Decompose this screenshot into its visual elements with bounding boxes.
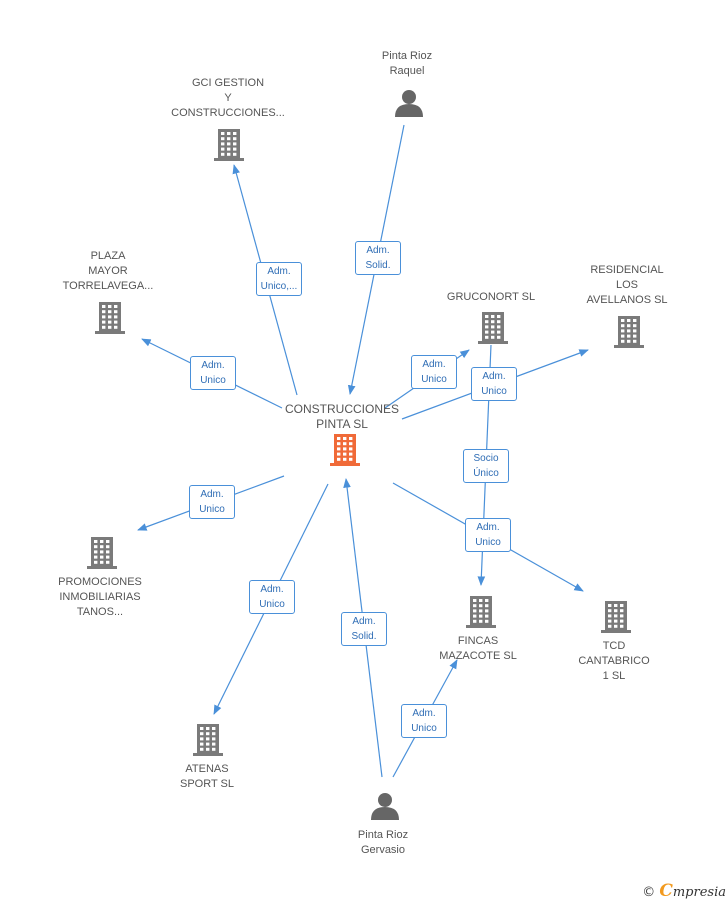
edge-label-text: Unico,... [260,281,298,292]
node-label-line: Raquel [389,65,425,77]
copyright-icon: © [642,885,656,900]
node-label-fincas[interactable]: FINCAS MAZACOTE SL [439,634,517,664]
edge-label-raquel-c[interactable]: Adm. Solid. [355,241,401,275]
edge-label-text: Unico [200,375,226,386]
node-label-line: Gervasio [360,844,406,856]
edge-label-c-gruconort[interactable]: Adm. Unico [411,355,457,389]
node-label-line: SPORT SL [179,778,235,790]
building-icon-fincas[interactable] [466,596,496,628]
empresia-logo: © Cmpresia [642,881,726,901]
edge-label-text: Adm. [260,584,284,595]
node-label-atenas[interactable]: ATENAS SPORT SL [180,762,234,792]
person-icon-raquel[interactable] [395,90,423,117]
node-label-line: AVELLANOS SL [586,294,668,306]
edge-label-c-plaza[interactable]: Adm. Unico [190,356,236,390]
edge-label-text: Socio [473,453,499,464]
building-icon-plaza[interactable] [95,302,125,334]
edge-label-c-promociones[interactable]: Adm. Unico [189,485,235,519]
edge-label-c-tcd[interactable]: Adm. Unico [465,518,511,552]
node-label-plaza[interactable]: PLAZA MAYOR TORRELAVEGA... [63,249,154,294]
node-label-line: RESIDENCIAL [590,264,664,276]
edge-label-gervasio-fincas[interactable]: Adm. Unico [401,704,447,738]
edge-label-gervasio-c[interactable]: Adm. Solid. [341,612,387,646]
node-label-line: TANOS... [76,606,124,618]
edge-label-text: Unico [421,374,447,385]
building-icon-gruconort[interactable] [478,312,508,344]
edge-label-c-residencial[interactable]: Adm. Unico [471,367,517,401]
node-label-gruconort[interactable]: GRUCONORT SL [447,290,535,305]
node-label-promociones[interactable]: PROMOCIONES INMOBILIARIAS TANOS... [58,575,142,620]
edge-label-text: Solid. [351,631,377,642]
node-label-line: 1 SL [602,670,626,682]
logo-text: mpresia [672,885,726,900]
edge-label-text: Adm. [366,245,390,256]
edge-label-text: Adm. [201,360,225,371]
node-label-line: FINCAS [457,635,499,647]
edge-label-text: Unico [475,537,501,548]
building-icon-residencial[interactable] [614,316,644,348]
edge-label-text: Unico [481,386,507,397]
edge-label-text: Adm. [412,708,436,719]
node-label-line: MAZACOTE SL [439,650,517,662]
node-label-line: PLAZA [90,250,126,262]
edge-label-text: Unico [199,504,225,515]
edge-label-c-atenas[interactable]: Adm. Unico [249,580,295,614]
node-label-line: Y [224,92,232,104]
node-label-line: MAYOR [88,265,128,277]
node-label-line: TORRELAVEGA... [62,280,154,292]
edge-label-text: Adm. [352,616,376,627]
node-label-residencial[interactable]: RESIDENCIAL LOS AVELLANOS SL [586,263,667,308]
node-label-line: PROMOCIONES [58,576,142,588]
node-label-line: GRUCONORT SL [446,291,536,303]
edge-label-text: Adm. [482,371,506,382]
building-icon-gci[interactable] [214,129,244,161]
node-label-line: Pinta Rioz [357,829,409,841]
building-icon-center[interactable] [330,434,360,466]
building-icon-promociones[interactable] [87,537,117,569]
node-label-line: ATENAS [185,763,229,775]
building-icon-atenas[interactable] [193,724,223,756]
edge-label-text: Unico [411,723,437,734]
logo-initial: C [659,881,673,901]
node-label-tcd[interactable]: TCD CANTABRICO 1 SL [578,639,649,684]
building-icon-tcd[interactable] [601,601,631,633]
node-label-gci[interactable]: GCI GESTION Y CONSTRUCCIONES... [171,76,285,121]
edge-label-text: Adm. [200,489,224,500]
person-icon-gervasio[interactable] [371,793,399,820]
node-label-line: PINTA SL [316,417,368,431]
edge-label-text: Adm. [476,522,500,533]
edge-label-text: Adm. [422,359,446,370]
node-label-line: INMOBILIARIAS [59,591,141,603]
edge-label-text: Adm. [267,266,291,277]
node-label-line: CANTABRICO [578,655,650,667]
edge-label-text: Unico [259,599,285,610]
edge-label-c-gci[interactable]: Adm. Unico,... [256,262,302,296]
node-label-line: TCD [602,640,626,652]
node-label-line: CONSTRUCCIONES [284,402,400,416]
node-label-line: LOS [615,279,638,291]
node-label-line: GCI GESTION [191,77,265,89]
node-label-line: CONSTRUCCIONES... [171,107,285,119]
edge-label-text: Solid. [365,260,391,271]
edge-label-text: Único [473,468,499,479]
node-label-line: Pinta Rioz [381,50,433,62]
